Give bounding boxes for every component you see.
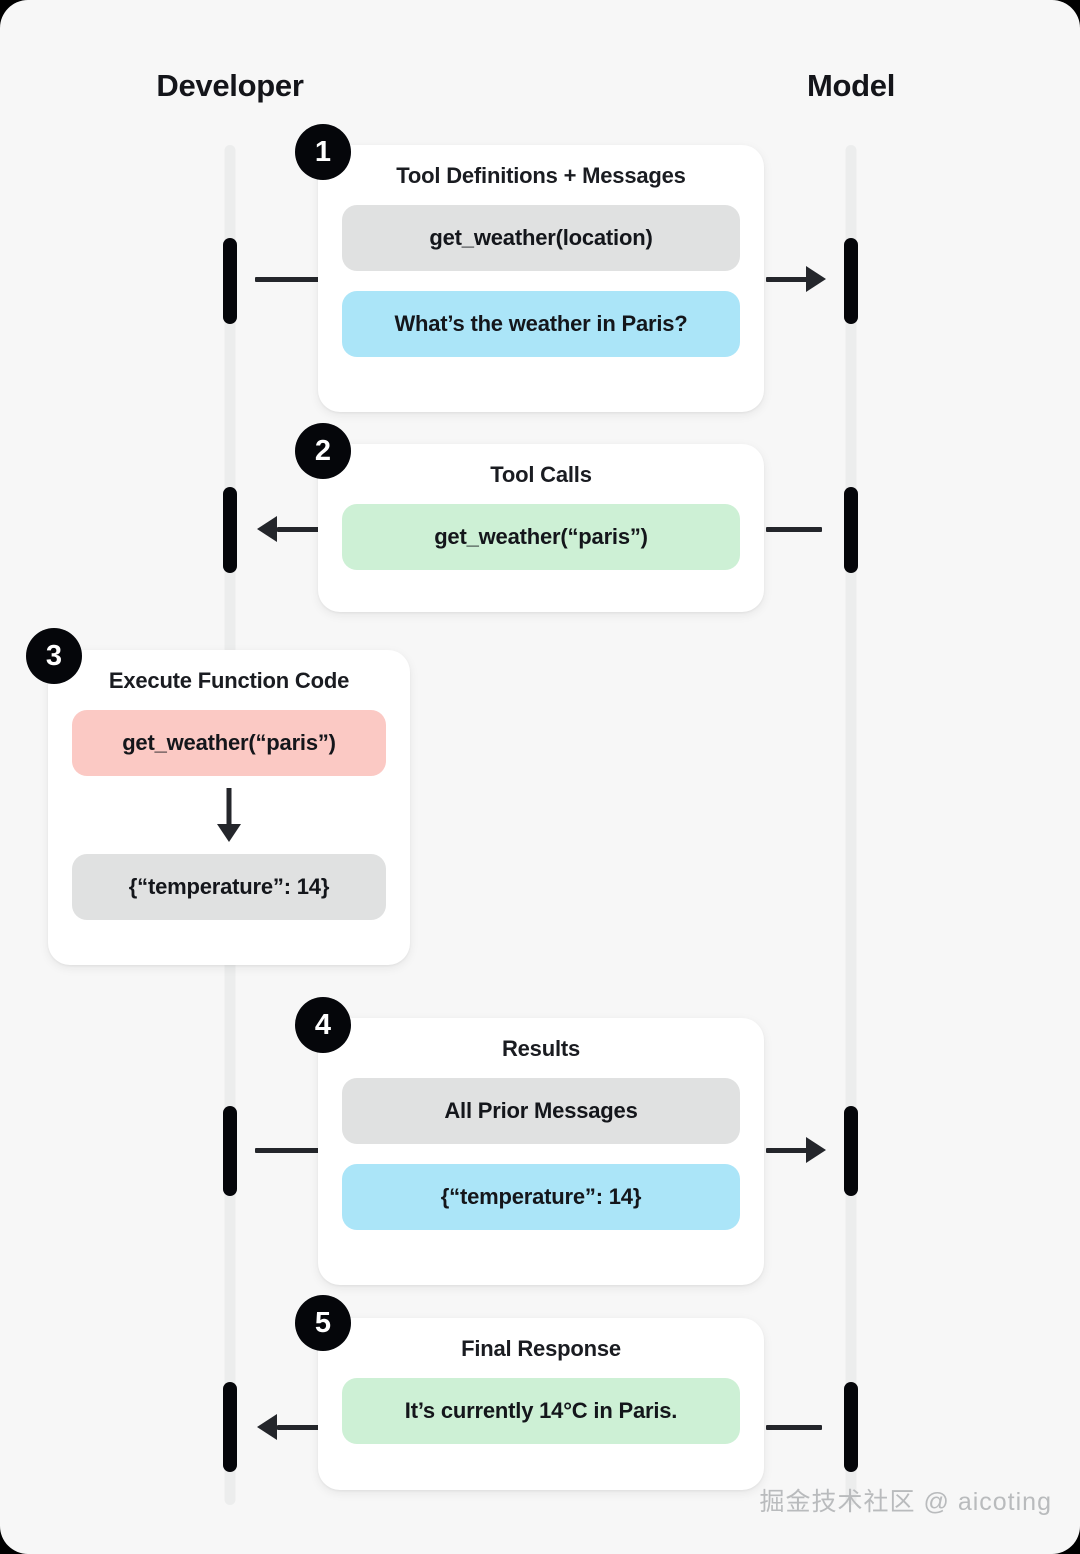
lane-header-model: Model <box>806 68 896 103</box>
pill-function-result: {“temperature”: 14} <box>72 854 386 920</box>
pill-tool-call: get_weather(“paris”) <box>342 504 740 570</box>
connector-step4-right <box>766 1148 816 1153</box>
pill-executed-call: get_weather(“paris”) <box>72 710 386 776</box>
lane-header-developer: Developer <box>156 68 304 103</box>
card-title-step-5: Final Response <box>461 1336 621 1361</box>
step-badge-1: 1 <box>295 124 351 180</box>
arrowhead-step2-to-developer-icon <box>257 516 277 542</box>
activation-model-step2 <box>844 487 858 573</box>
arrowhead-step4-to-model-icon <box>806 1137 826 1163</box>
activation-developer-step5 <box>223 1382 237 1472</box>
card-step-4[interactable]: Results All Prior Messages {“temperature… <box>318 1018 764 1285</box>
arrowhead-step1-to-model-icon <box>806 266 826 292</box>
connector-step1-right <box>766 277 816 282</box>
connector-step5-left <box>277 1425 325 1430</box>
card-step-2[interactable]: Tool Calls get_weather(“paris”) <box>318 444 764 612</box>
activation-developer-step2 <box>223 487 237 573</box>
down-arrow-icon <box>217 788 241 842</box>
step-badge-3: 3 <box>26 628 82 684</box>
connector-step1-left <box>255 277 325 282</box>
step-badge-2: 2 <box>295 423 351 479</box>
card-title-step-2: Tool Calls <box>490 462 592 487</box>
connector-step2-right <box>766 527 822 532</box>
connector-step5-right <box>766 1425 822 1430</box>
card-title-step-3: Execute Function Code <box>108 668 350 693</box>
activation-model-step1 <box>844 238 858 324</box>
step-badge-5: 5 <box>295 1295 351 1351</box>
step-badge-4: 4 <box>295 997 351 1053</box>
connector-step2-left <box>277 527 325 532</box>
watermark: 掘金技术社区 @ aicoting <box>759 1488 1052 1516</box>
connector-step4-left <box>255 1148 325 1153</box>
pill-user-message: What’s the weather in Paris? <box>342 291 740 357</box>
activation-developer-step1 <box>223 238 237 324</box>
pill-tool-definition: get_weather(location) <box>342 205 740 271</box>
card-title-step-4: Results <box>501 1036 581 1061</box>
activation-model-step5 <box>844 1382 858 1472</box>
pill-result-payload: {“temperature”: 14} <box>342 1164 740 1230</box>
arrowhead-step5-to-developer-icon <box>257 1414 277 1440</box>
activation-developer-step4 <box>223 1106 237 1196</box>
activation-model-step4 <box>844 1106 858 1196</box>
card-title-step-1: Tool Definitions + Messages <box>396 163 686 188</box>
card-step-3[interactable]: Execute Function Code get_weather(“paris… <box>48 650 410 965</box>
card-step-5[interactable]: Final Response It’s currently 14°C in Pa… <box>318 1318 764 1490</box>
card-step-1[interactable]: Tool Definitions + Messages get_weather(… <box>318 145 764 412</box>
lifeline-model <box>845 145 857 1505</box>
pill-all-prior-messages: All Prior Messages <box>342 1078 740 1144</box>
pill-final-answer: It’s currently 14°C in Paris. <box>342 1378 740 1444</box>
